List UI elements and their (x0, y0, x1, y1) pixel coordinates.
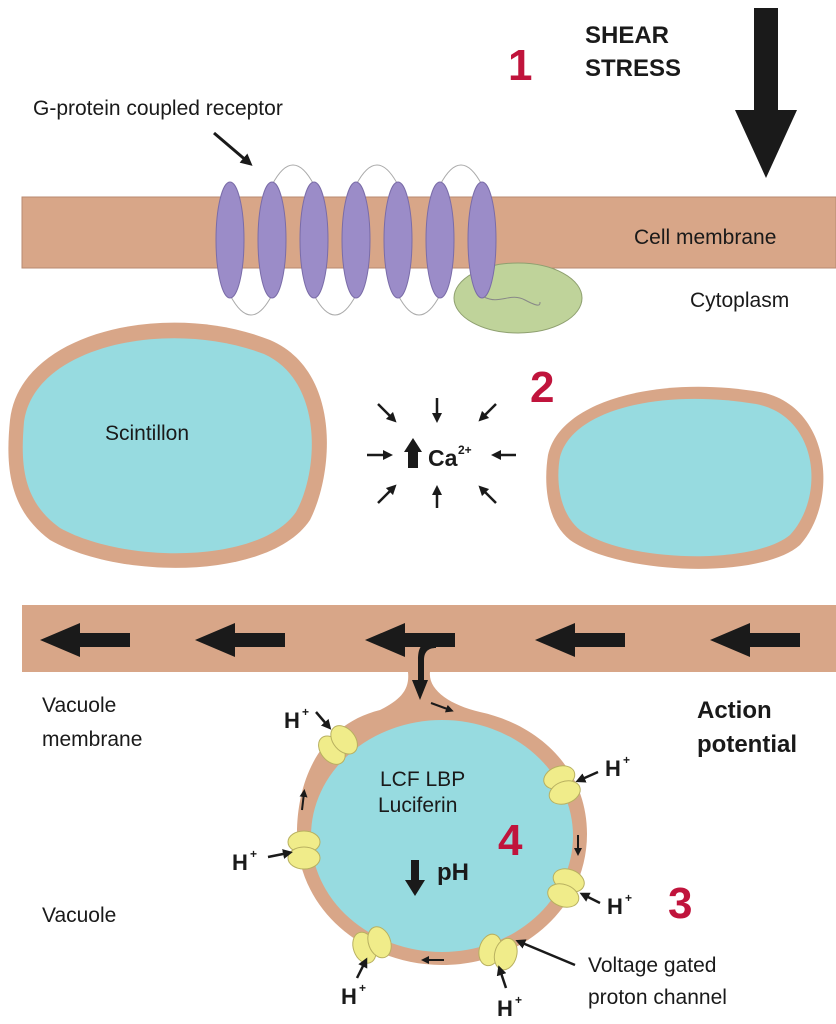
cytoplasm-label: Cytoplasm (690, 289, 789, 312)
svg-text:+: + (359, 981, 366, 995)
svg-text:+: + (515, 993, 522, 1007)
svg-text:+: + (250, 847, 257, 861)
gpcr-receptor (215, 181, 497, 299)
vacuole-label: Vacuole (42, 904, 116, 927)
calcium-charge: 2+ (458, 443, 472, 457)
scintillon-left-lumen (22, 338, 312, 554)
gpcr-label: G-protein coupled receptor (33, 97, 283, 120)
gpcr-pointer-arrow-icon (213, 131, 253, 166)
vacuole-contents-label-2: Luciferin (378, 794, 457, 817)
vacuole-lumen (311, 720, 573, 952)
vacuole-membrane-label-2: membrane (42, 728, 142, 751)
vacuole-membrane-label-1: Vacuole (42, 694, 116, 717)
step-2-number: 2 (530, 363, 554, 412)
proton-label: H+ (341, 981, 366, 1009)
svg-text:H: H (497, 996, 513, 1021)
action-potential-label-1: Action (697, 697, 772, 724)
calcium-label: Ca (428, 445, 458, 471)
signal-down-arrow-icon (412, 640, 436, 700)
proton-label: H+ (497, 993, 522, 1021)
calcium-influx-arrows-icon (367, 398, 516, 508)
action-potential-label-2: potential (697, 731, 797, 758)
g-protein-tail (483, 296, 541, 306)
svg-text:H: H (232, 850, 248, 875)
svg-text:H: H (284, 708, 300, 733)
proton-label: H+ (607, 891, 632, 919)
channel-label-1: Voltage gated (588, 954, 716, 977)
shear-stress-arrow-icon (735, 8, 797, 178)
membrane-flow-arrows-icon (299, 702, 582, 964)
shear-stress-label-2: STRESS (585, 55, 681, 82)
vacuole-contents-label-1: LCF LBP (380, 768, 465, 791)
step-1-number: 1 (508, 41, 532, 90)
svg-text:+: + (623, 753, 630, 767)
cell-membrane-label: Cell membrane (634, 226, 776, 249)
svg-text:H: H (341, 984, 357, 1009)
proton-channels (287, 725, 585, 971)
svg-text:+: + (625, 891, 632, 905)
increase-arrow-icon (404, 438, 422, 468)
scintillon-label: Scintillon (105, 422, 189, 445)
action-potential-arrows-icon (40, 623, 800, 657)
gpcr-loops (229, 164, 483, 316)
scintillon-right-lumen (558, 398, 812, 557)
proton-label: H+ (605, 753, 630, 781)
proton-arrows-icon (267, 711, 601, 989)
step-4-number: 4 (498, 816, 523, 865)
proton-label: H+ (284, 705, 309, 733)
svg-text:H: H (607, 894, 623, 919)
step-3-number: 3 (668, 879, 692, 928)
decrease-arrow-icon (405, 860, 425, 896)
proton-label: H+ (232, 847, 257, 875)
svg-text:H: H (605, 756, 621, 781)
shear-stress-label-1: SHEAR (585, 22, 669, 49)
ph-label: pH (437, 859, 469, 886)
svg-text:+: + (302, 705, 309, 719)
channel-label-2: proton channel (588, 986, 727, 1009)
